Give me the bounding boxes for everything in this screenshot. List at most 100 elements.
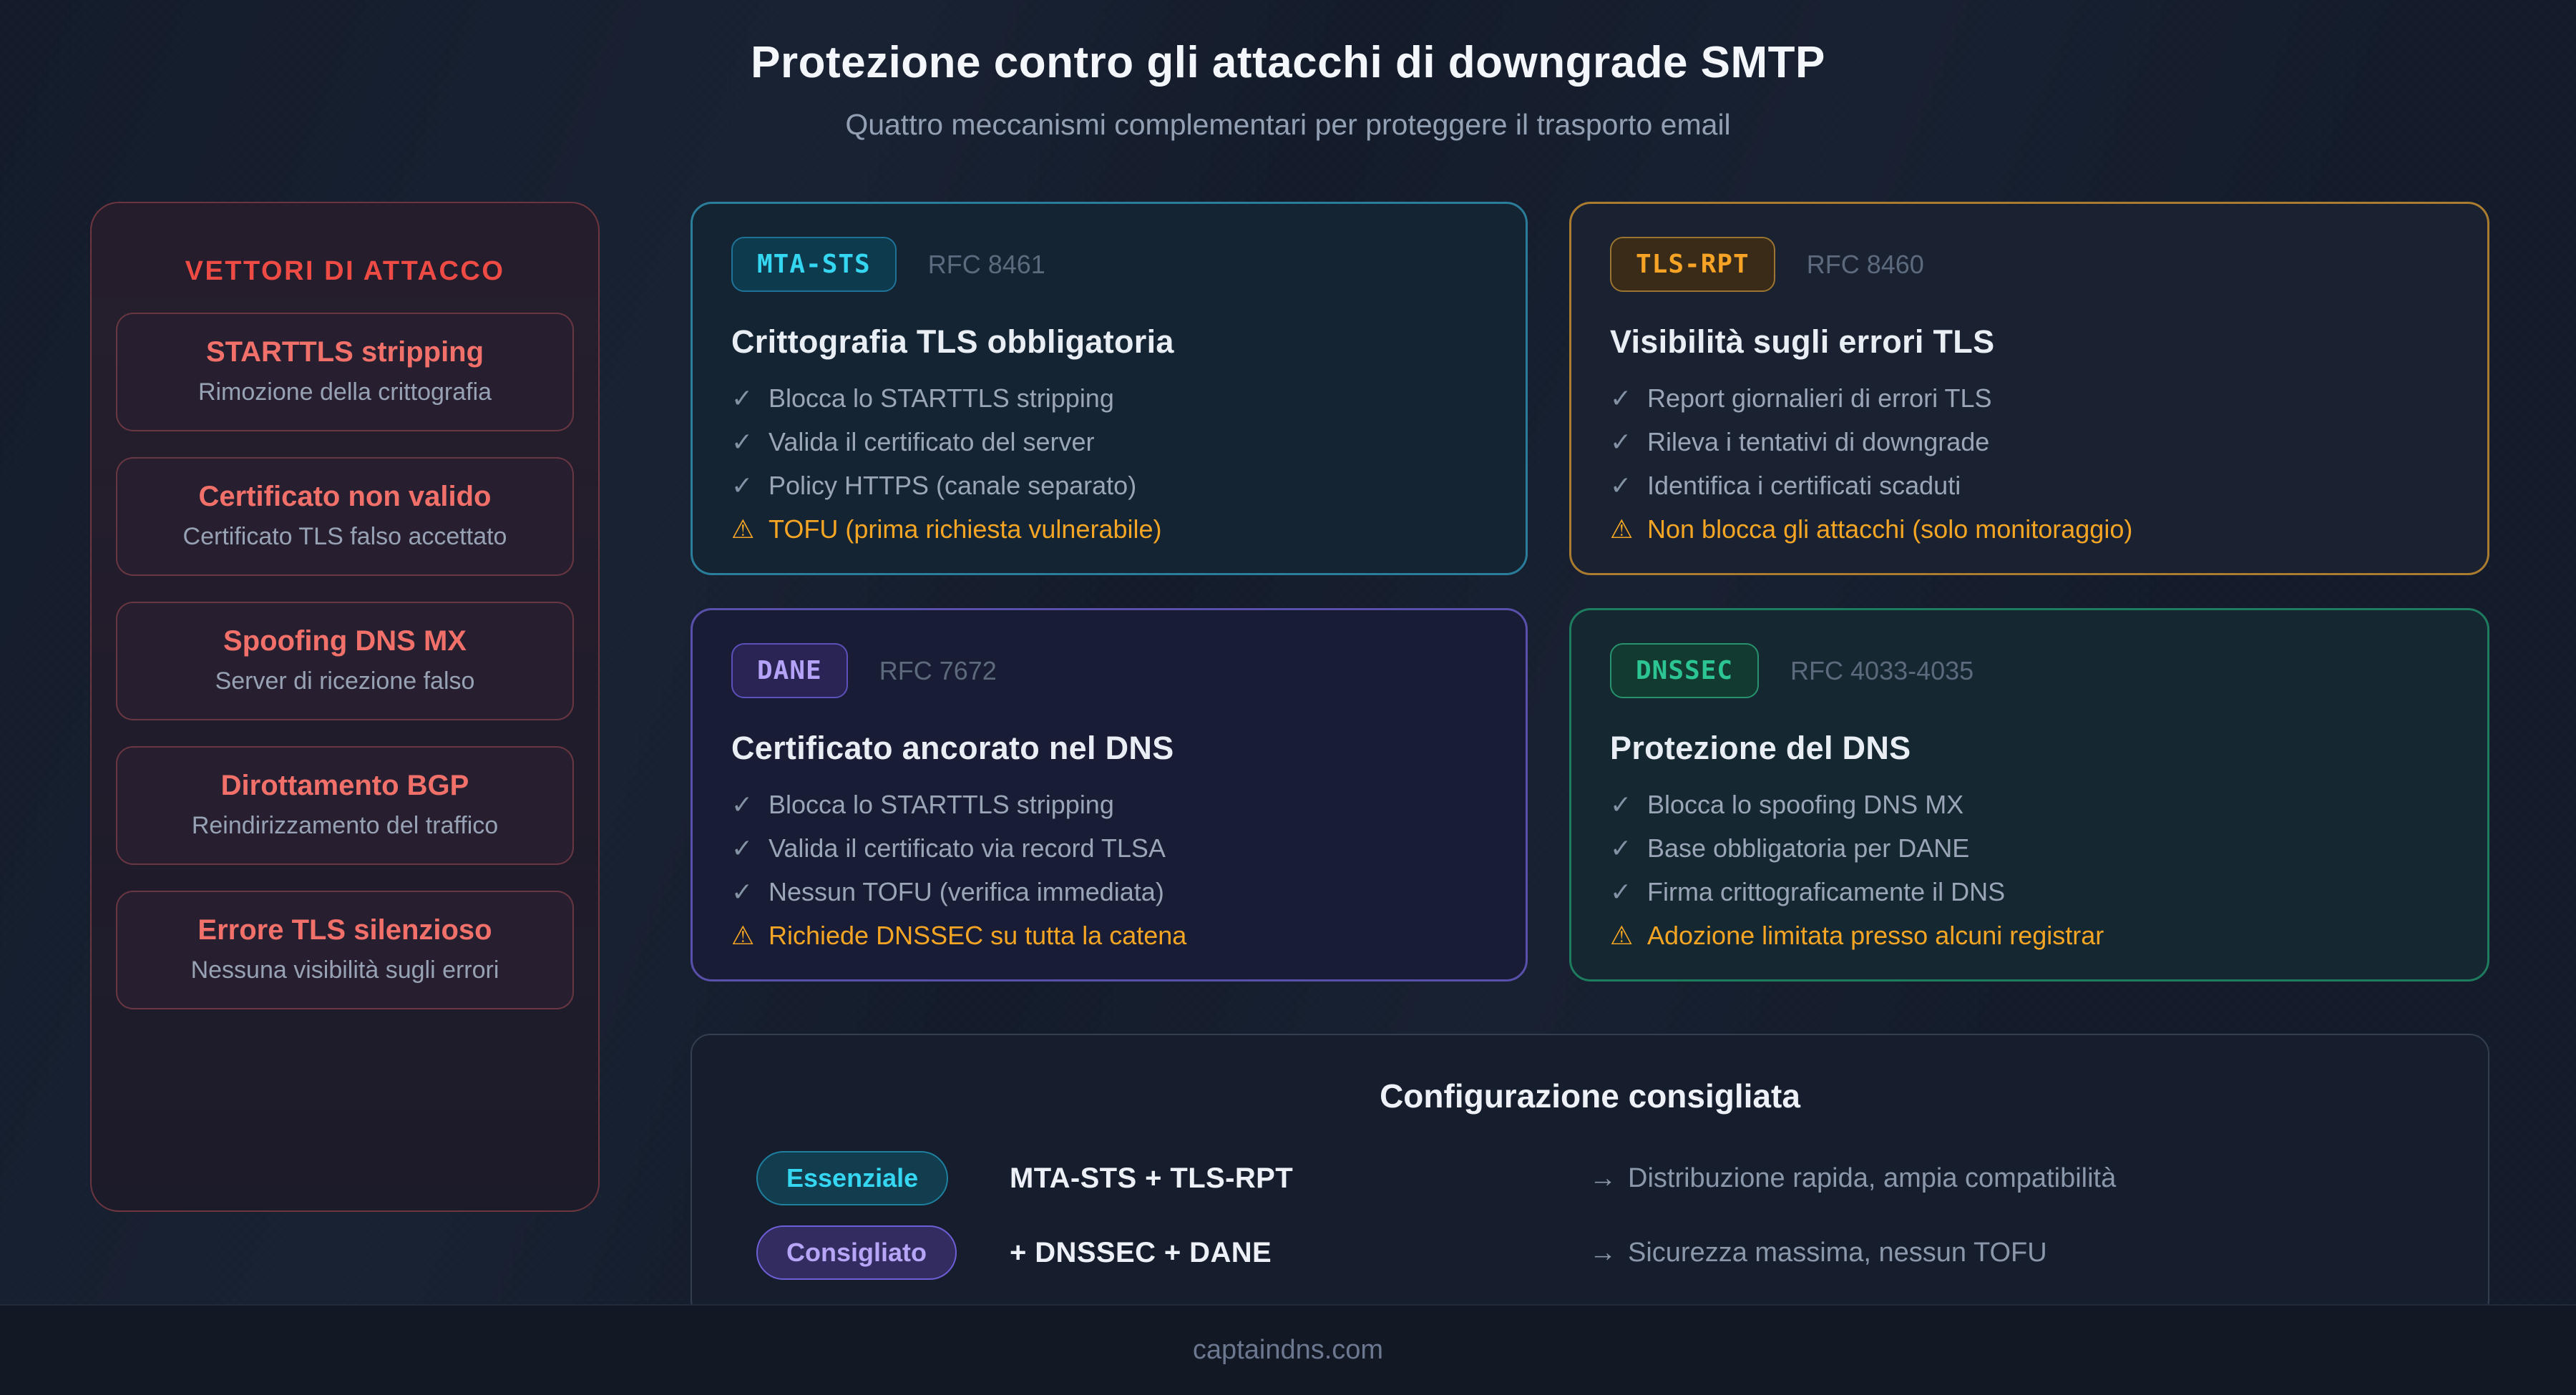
warning-text: Adozione limitata presso alcuni registra… [1647,921,2104,950]
page-footer: captaindns.com [0,1304,2576,1395]
protocol-title: Crittografia TLS obbligatoria [731,323,1174,360]
warning-text: Richiede DNSSEC su tutta la catena [769,921,1187,950]
protocol-title: Visibilità sugli errori TLS [1610,323,1995,360]
feature-list: ✓ Blocca lo spoofing DNS MX ✓ Base obbli… [1610,790,2449,951]
feature-text: Blocca lo STARTTLS stripping [769,790,1114,819]
feature-text: Report giornalieri di errori TLS [1647,383,1992,413]
attack-name: Errore TLS silenzioso [197,914,492,946]
check-icon: ✓ [1610,790,1632,819]
recommended-config-card: Configurazione consigliata Essenziale MT… [691,1034,2489,1320]
warning-text: Non blocca gli attacchi (solo monitoragg… [1647,514,2133,544]
feature-text: Blocca lo STARTTLS stripping [769,383,1114,413]
protocol-combo: MTA-STS + TLS-RPT [1010,1162,1294,1194]
protocol-title: Certificato ancorato nel DNS [731,730,1174,766]
feature-item: ✓ Blocca lo spoofing DNS MX [1610,790,2449,820]
benefit-text: Distribuzione rapida, ampia compatibilit… [1628,1162,2117,1193]
check-icon: ✓ [731,383,753,413]
attack-desc: Certificato TLS falso accettato [182,523,507,550]
arrow-right-icon: → [1589,1162,1616,1193]
attack-name: STARTTLS stripping [205,336,484,368]
page-title: Protezione contro gli attacchi di downgr… [751,38,1825,87]
attack-card-silent-tls-error: Errore TLS silenzioso Nessuna visibilità… [116,891,574,1009]
feature-item: ✓ Identifica i certificati scaduti [1610,471,2449,501]
benefit-text-wrap: → Sicurezza massima, nessun TOFU [1589,1238,2047,1268]
card-header: TLS-RPT RFC 8460 [1610,237,2449,292]
attack-card-bgp-hijacking: Dirottamento BGP Reindirizzamento del tr… [116,746,574,865]
warning-icon: ⚠ [731,514,755,544]
feature-text: Valida il certificato via record TLSA [769,833,1166,863]
protocol-card-tls-rpt: TLS-RPT RFC 8460 Visibilità sugli errori… [1569,202,2489,575]
feature-list: ✓ Blocca lo STARTTLS stripping ✓ Valida … [731,790,1487,951]
feature-text: Firma crittograficamente il DNS [1647,877,2006,906]
card-header: DNSSEC RFC 4033-4035 [1610,643,2449,698]
attack-desc: Reindirizzamento del traffico [191,812,499,839]
benefit-text: Sicurezza massima, nessun TOFU [1628,1237,2047,1268]
essential-badge: Essenziale [756,1151,949,1205]
content-layout: VETTORI DI ATTACCO STARTTLS stripping Ri… [0,202,2576,1320]
warning-item: ⚠ TOFU (prima richiesta vulnerabile) [731,514,1487,544]
warning-icon: ⚠ [731,921,755,950]
feature-item: ✓ Policy HTTPS (canale separato) [731,471,1487,501]
attack-card-dns-mx-spoofing: Spoofing DNS MX Server di ricezione fals… [116,602,574,720]
protocol-combo: + DNSSEC + DANE [1010,1236,1272,1268]
check-icon: ✓ [1610,877,1632,906]
attack-name: Spoofing DNS MX [223,625,467,657]
feature-text: Nessun TOFU (verifica immediata) [769,877,1164,906]
mta-sts-badge: MTA-STS [731,237,897,292]
badge-cell: Consigliato [756,1225,1010,1280]
protocol-title: Protezione del DNS [1610,730,1911,766]
footer-domain: captaindns.com [1192,1335,1384,1365]
page-header: Protezione contro gli attacchi di downgr… [0,0,2576,142]
feature-item: ✓ Base obbligatoria per DANE [1610,833,2449,863]
check-icon: ✓ [1610,383,1632,413]
page-subtitle: Quattro meccanismi complementari per pro… [845,108,1731,141]
check-icon: ✓ [731,877,753,906]
config-row-recommended: Consigliato + DNSSEC + DANE → Sicurezza … [692,1225,2488,1280]
config-row-essential: Essenziale MTA-STS + TLS-RPT → Distribuz… [692,1151,2488,1205]
check-icon: ✓ [731,790,753,819]
rfc-label: RFC 7672 [879,655,997,685]
warning-item: ⚠ Richiede DNSSEC su tutta la catena [731,921,1487,951]
check-icon: ✓ [1610,833,1632,863]
feature-text: Rileva i tentativi di downgrade [1647,427,1990,456]
feature-item: ✓ Valida il certificato del server [731,427,1487,457]
check-icon: ✓ [1610,471,1632,500]
warning-item: ⚠ Non blocca gli attacchi (solo monitora… [1610,514,2449,544]
rfc-label: RFC 8460 [1806,249,1924,279]
arrow-right-icon: → [1589,1237,1616,1268]
feature-list: ✓ Blocca lo STARTTLS stripping ✓ Valida … [731,383,1487,544]
attack-vectors-panel: VETTORI DI ATTACCO STARTTLS stripping Ri… [90,202,600,1212]
main-column: MTA-STS RFC 8461 Crittografia TLS obblig… [691,202,2489,1320]
feature-item: ✓ Nessun TOFU (verifica immediata) [731,877,1487,907]
feature-item: ✓ Rileva i tentativi di downgrade [1610,427,2449,457]
feature-item: ✓ Valida il certificato via record TLSA [731,833,1487,863]
warning-text: TOFU (prima richiesta vulnerabile) [769,514,1162,544]
protocol-card-dane: DANE RFC 7672 Certificato ancorato nel D… [691,608,1528,982]
dane-badge: DANE [731,643,848,698]
check-icon: ✓ [731,427,753,456]
check-icon: ✓ [731,833,753,863]
attack-name: Dirottamento BGP [220,770,469,801]
attack-desc: Nessuna visibilità sugli errori [190,956,499,984]
feature-text: Base obbligatoria per DANE [1647,833,1970,863]
attack-name: Certificato non valido [198,481,492,512]
check-icon: ✓ [731,471,753,500]
feature-item: ✓ Blocca lo STARTTLS stripping [731,383,1487,413]
attack-desc: Server di ricezione falso [215,667,475,695]
recommended-config-title: Configurazione consigliata [1380,1077,1800,1115]
warning-item: ⚠ Adozione limitata presso alcuni regist… [1610,921,2449,951]
attack-desc: Rimozione della crittografia [197,378,492,406]
card-header: MTA-STS RFC 8461 [731,237,1487,292]
card-header: DANE RFC 7672 [731,643,1487,698]
warning-icon: ⚠ [1610,921,1634,950]
feature-text: Blocca lo spoofing DNS MX [1647,790,1964,819]
feature-text: Valida il certificato del server [769,427,1095,456]
feature-item: ✓ Firma crittograficamente il DNS [1610,877,2449,907]
feature-text: Identifica i certificati scaduti [1647,471,1961,500]
feature-item: ✓ Report giornalieri di errori TLS [1610,383,2449,413]
rfc-label: RFC 8461 [927,249,1045,279]
protocol-grid: MTA-STS RFC 8461 Crittografia TLS obblig… [691,202,2489,982]
tls-rpt-badge: TLS-RPT [1610,237,1775,292]
dnssec-badge: DNSSEC [1610,643,1760,698]
